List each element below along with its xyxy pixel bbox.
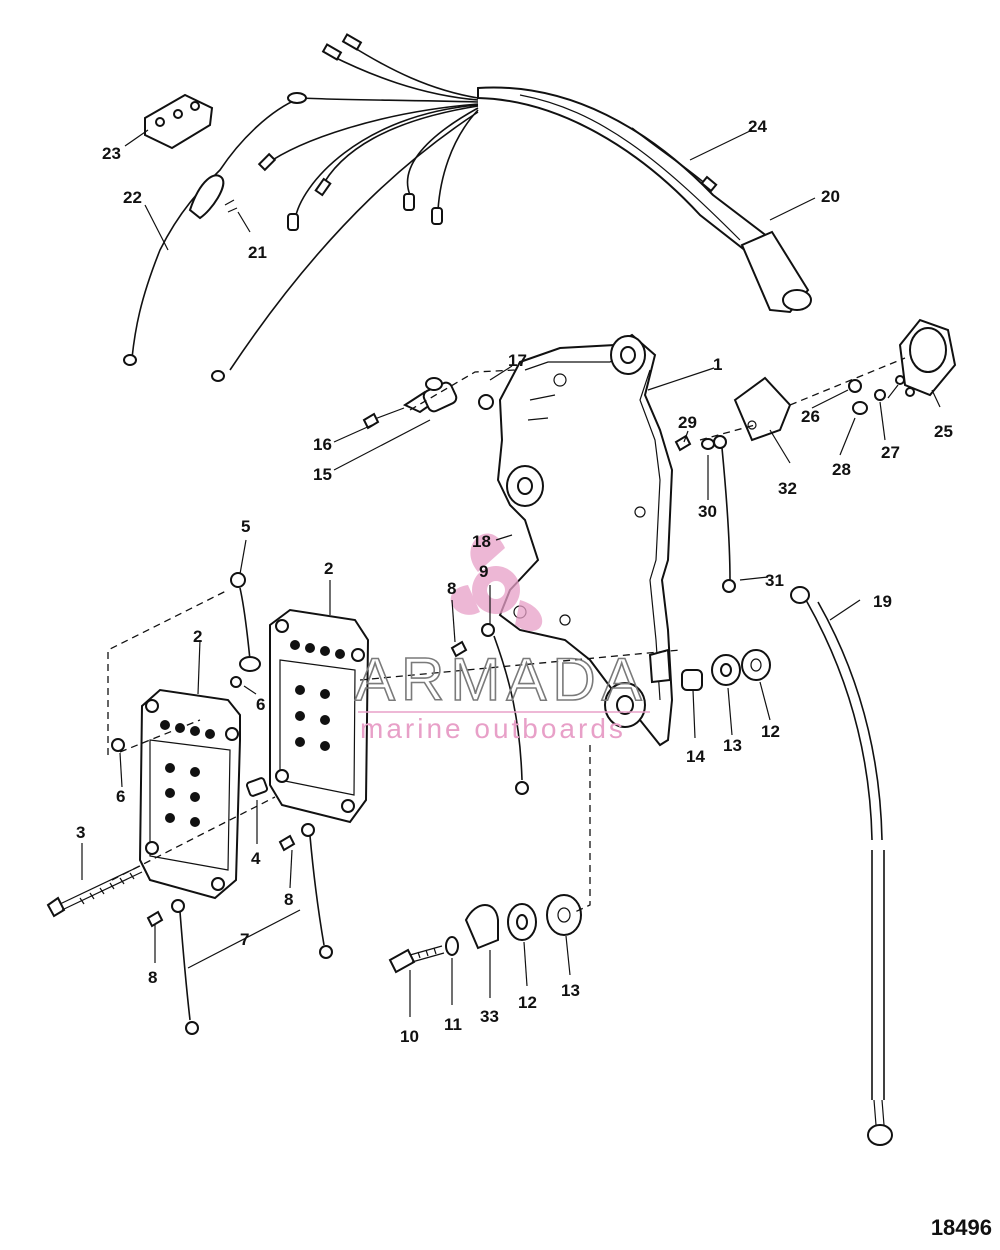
drawing-number: 18496 — [930, 1215, 992, 1240]
callout-16: 16 — [313, 435, 332, 454]
starter-solenoid — [848, 318, 957, 415]
wire-harness — [123, 33, 812, 382]
callout-31: 31 — [765, 571, 784, 590]
screw — [146, 910, 164, 928]
callout-5: 5 — [241, 517, 250, 536]
grommet-set-lower — [388, 894, 582, 974]
callout-10: 10 — [400, 1027, 419, 1046]
callout-6: 6 — [116, 787, 125, 806]
callout-2: 2 — [193, 627, 202, 646]
callout-6: 6 — [256, 695, 265, 714]
mounting-plate — [496, 333, 674, 747]
ground-lead-plate — [481, 623, 529, 795]
callout-20: 20 — [821, 187, 840, 206]
callout-33: 33 — [480, 1007, 499, 1026]
callout-12: 12 — [761, 722, 780, 741]
nut — [111, 738, 125, 752]
callout-25: 25 — [934, 422, 953, 441]
callout-15: 15 — [313, 465, 332, 484]
grommet-set-right — [681, 649, 771, 691]
callout-32: 32 — [778, 479, 797, 498]
watermark-subtitle: marine outboards — [360, 713, 626, 744]
callout-11: 11 — [444, 1015, 462, 1034]
callout-22: 22 — [123, 188, 142, 207]
watermark: ARMADA marine outboards — [354, 533, 650, 744]
bracket — [733, 376, 792, 442]
callout-labels: 1 2 2 3 4 5 6 6 7 8 8 8 9 10 11 12 12 13… — [76, 117, 953, 1046]
callout-2: 2 — [324, 559, 333, 578]
ground-lead-upper — [230, 572, 261, 688]
callout-28: 28 — [832, 460, 851, 479]
callout-13: 13 — [561, 981, 580, 1000]
callout-30: 30 — [698, 502, 717, 521]
battery-cable — [790, 586, 893, 1146]
callout-21: 21 — [248, 243, 267, 262]
propeller-logo — [450, 533, 543, 632]
ground-lead-31 — [674, 434, 736, 593]
screw — [450, 640, 468, 658]
callout-8: 8 — [284, 890, 293, 909]
callout-24: 24 — [748, 117, 767, 136]
callout-8: 8 — [447, 579, 456, 598]
screw — [278, 834, 296, 852]
callout-13: 13 — [723, 736, 742, 755]
callout-1: 1 — [713, 355, 722, 374]
callout-26: 26 — [801, 407, 820, 426]
callout-8: 8 — [148, 968, 157, 987]
spacer — [245, 777, 269, 797]
callout-14: 14 — [686, 747, 705, 766]
callout-17: 17 — [508, 351, 527, 370]
callout-4: 4 — [251, 849, 261, 868]
callout-3: 3 — [76, 823, 85, 842]
callout-29: 29 — [678, 413, 697, 432]
switch-box-right — [269, 608, 370, 824]
callout-9: 9 — [479, 562, 488, 581]
leader-lines — [81, 129, 941, 1017]
terminal-block — [144, 93, 214, 150]
callout-23: 23 — [102, 144, 121, 163]
callout-12: 12 — [518, 993, 537, 1012]
rectifier-assembly — [362, 377, 494, 430]
callout-27: 27 — [881, 443, 900, 462]
ground-lead-right — [301, 823, 333, 959]
callout-18: 18 — [472, 532, 491, 551]
switch-box-left — [138, 688, 241, 900]
harness-plug — [740, 230, 812, 314]
ground-lead-left — [171, 899, 199, 1035]
watermark-title: ARMADA — [355, 646, 648, 713]
callout-7: 7 — [240, 930, 249, 949]
callout-19: 19 — [873, 592, 892, 611]
bolt-long — [46, 865, 143, 918]
